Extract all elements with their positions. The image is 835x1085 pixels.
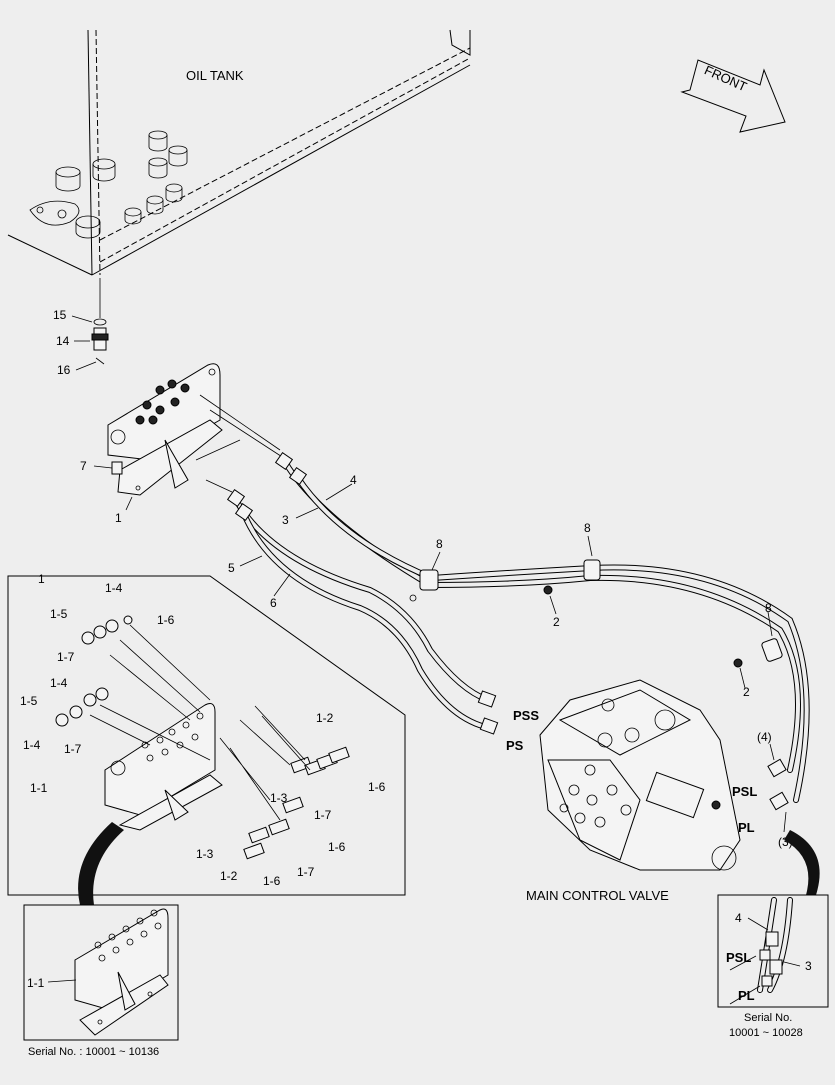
callout-5: 5 (228, 561, 235, 575)
callout-1-6c: 1-6 (328, 840, 346, 854)
tank-fitting (71, 278, 109, 371)
port-pl: PL (738, 820, 755, 835)
inset-port-psl: PSL (726, 950, 751, 965)
serial-left: Serial No. : 10001 ~ 10136 (28, 1046, 159, 1058)
callout-15: 15 (53, 308, 67, 322)
callout-1-7a: 1-7 (57, 650, 75, 664)
callout-1-6a: 1-6 (157, 613, 175, 627)
callout-8c: 8 (765, 601, 772, 615)
callout-1-2a: 1-2 (316, 711, 334, 725)
front-label: FRONT (702, 62, 749, 94)
callout-4-paren: (4) (757, 730, 772, 744)
inset-port-pl: PL (738, 988, 755, 1003)
callout-2b: 2 (743, 685, 750, 699)
callout-1-3b: 1-3 (196, 847, 214, 861)
callout-8b: 8 (584, 521, 591, 535)
callout-7: 7 (80, 459, 87, 473)
detail-box-1 (7, 575, 406, 896)
front-arrow: FRONT (680, 59, 786, 133)
box-title-1: 1 (38, 572, 45, 586)
hoses (226, 451, 810, 811)
callout-1-5b: 1-5 (20, 694, 38, 708)
callout-1-1: 1-1 (30, 781, 48, 795)
main-bracket (93, 363, 223, 511)
inset-callout-1-1: 1-1 (27, 976, 45, 990)
callout-1-7d: 1-7 (297, 865, 315, 879)
pointer-left (78, 822, 124, 905)
inset-callout-3: 3 (805, 959, 812, 973)
pointer-right (784, 830, 820, 895)
callout-6: 6 (270, 596, 277, 610)
callout-16: 16 (57, 363, 71, 377)
callout-1-7c: 1-7 (314, 808, 332, 822)
callout-1-6b: 1-6 (368, 780, 386, 794)
port-ps: PS (506, 738, 524, 753)
inset-left (23, 904, 179, 1041)
callout-1-5a: 1-5 (50, 607, 68, 621)
callout-1-7b: 1-7 (64, 742, 82, 756)
callout-1-6d: 1-6 (263, 874, 281, 888)
oil-tank (7, 29, 471, 276)
callout-1: 1 (115, 511, 122, 525)
callout-2a: 2 (553, 615, 560, 629)
inset-right (717, 894, 829, 1008)
oil-tank-label: OIL TANK (186, 68, 244, 83)
main-control-valve (539, 679, 741, 871)
callout-1-4b: 1-4 (50, 676, 68, 690)
callout-1-4a: 1-4 (105, 581, 123, 595)
serial-right-line2: 10001 ~ 10028 (729, 1027, 803, 1039)
callout-3: 3 (282, 513, 289, 527)
callout-1-4c: 1-4 (23, 738, 41, 752)
callout-8a: 8 (436, 537, 443, 551)
serial-right-line1: Serial No. (744, 1012, 792, 1024)
port-pss: PSS (513, 708, 539, 723)
callout-1-2b: 1-2 (220, 869, 238, 883)
callout-14: 14 (56, 334, 70, 348)
callout-4: 4 (350, 473, 357, 487)
port-psl: PSL (732, 784, 757, 799)
callout-1-3a: 1-3 (270, 791, 288, 805)
main-control-valve-label: MAIN CONTROL VALVE (526, 888, 669, 903)
inset-callout-4: 4 (735, 911, 742, 925)
